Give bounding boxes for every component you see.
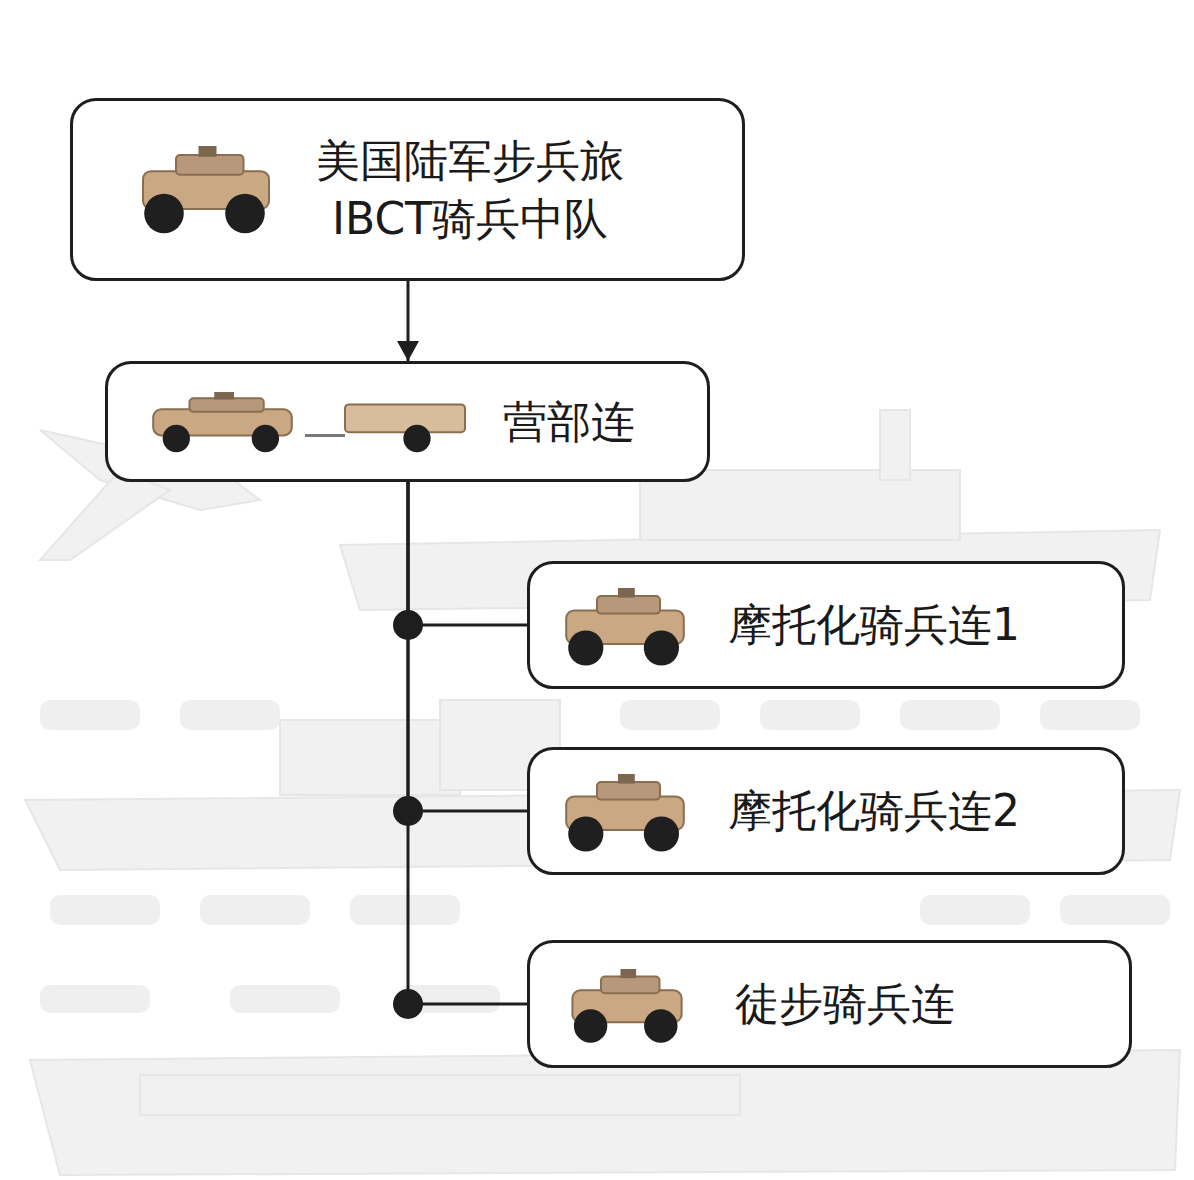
connector: [393, 482, 527, 640]
vehicle-icon: [562, 969, 692, 1049]
connector: [393, 482, 527, 1019]
unit-label: 营部连: [503, 393, 683, 450]
connector: [397, 281, 419, 361]
vehicle-icon: [140, 392, 470, 458]
connector-line: [408, 482, 527, 1004]
unit-label: 美国陆军步兵旅 IBCT骑兵中队: [305, 132, 635, 246]
unit-label: 摩托化骑兵连1: [728, 596, 1108, 653]
vehicle-icon: [555, 774, 695, 858]
connector: [393, 482, 527, 826]
unit-label: 摩托化骑兵连2: [728, 782, 1108, 839]
arrowhead: [397, 341, 419, 361]
unit-label: 徒步骑兵连: [735, 975, 1115, 1032]
connector-line: [408, 482, 527, 811]
connector-line: [408, 482, 527, 625]
faded-illustration: [25, 410, 1180, 1175]
unit-box: 徒步骑兵连: [527, 940, 1132, 1068]
vehicle-icon: [131, 146, 281, 240]
unit-box: 美国陆军步兵旅 IBCT骑兵中队: [70, 98, 745, 281]
unit-box: 摩托化骑兵连2: [527, 747, 1125, 875]
junction-dot: [393, 989, 423, 1019]
vehicle-icon: [555, 588, 695, 672]
unit-box: 营部连: [105, 361, 710, 482]
unit-box: 摩托化骑兵连1: [527, 561, 1125, 689]
